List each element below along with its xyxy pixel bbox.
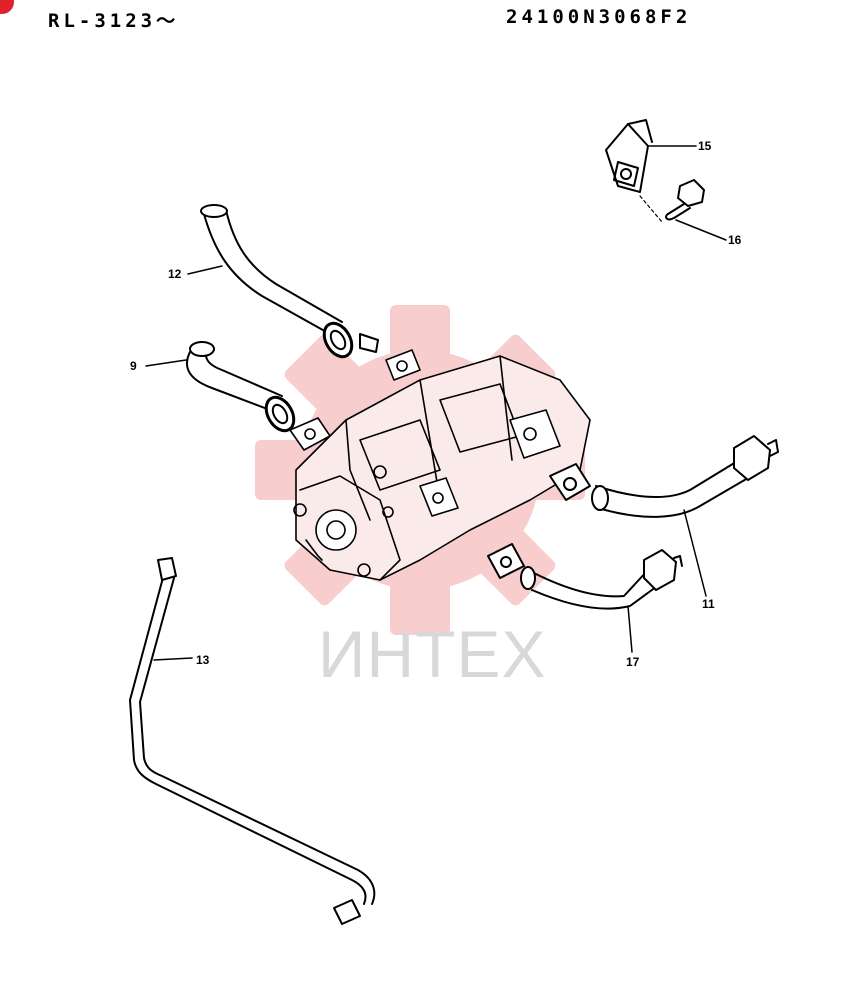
bracket-part-15[interactable]	[605, 119, 653, 193]
callout-16: 16	[728, 233, 742, 247]
callout-17: 17	[626, 655, 640, 669]
pipe-part-11[interactable]	[549, 435, 779, 518]
part-number-label: 24100N3068F2	[506, 6, 692, 28]
callout-11: 11	[702, 597, 715, 611]
callout-9: 9	[130, 359, 137, 373]
callout-13: 13	[196, 653, 210, 667]
bolt-part-16[interactable]	[639, 179, 705, 223]
hydraulic-pump-assembly[interactable]	[289, 349, 591, 581]
pipe-part-9[interactable]	[185, 341, 299, 436]
model-range-label: RL-3123～	[48, 10, 180, 32]
callout-line-9	[145, 359, 187, 367]
pipe-part-17[interactable]	[487, 543, 683, 610]
callout-line-16	[675, 219, 727, 241]
pipe-part-12[interactable]	[200, 204, 379, 362]
callout-12: 12	[168, 267, 182, 281]
callout-line-11	[683, 509, 707, 597]
callout-15: 15	[698, 139, 712, 153]
callout-line-13	[153, 657, 193, 661]
watermark-text: ИНТЕХ	[318, 617, 547, 691]
callout-line-17	[627, 605, 633, 653]
tube-part-13[interactable]	[129, 557, 376, 925]
callout-line-12	[187, 265, 223, 275]
